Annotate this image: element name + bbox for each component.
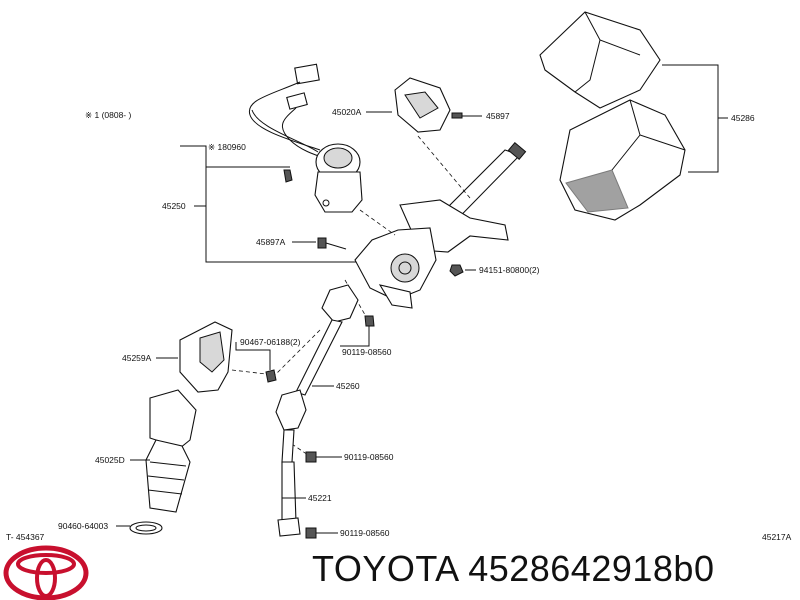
label-45897: 45897	[486, 111, 510, 121]
note-serial: ※ 180960	[208, 142, 246, 152]
switch-screw	[283, 169, 293, 183]
ref-right: 45217A	[762, 532, 792, 542]
boot-45025D	[145, 389, 197, 513]
note-top: ※ 1 (0808- )	[85, 110, 132, 120]
label-90119-bottom: 90119-08560	[340, 528, 390, 538]
bolt-45897A	[317, 237, 347, 250]
clip-90467	[235, 342, 277, 383]
clamp-90460	[116, 521, 163, 535]
label-90467: 90467-06188(2)	[240, 337, 301, 347]
tilt-lever	[394, 77, 451, 133]
label-90119-top: 90119-08560	[342, 347, 392, 357]
label-94151: 94151-80800(2)	[479, 265, 540, 275]
nut-94151	[449, 264, 476, 277]
hole-cover-45259A	[179, 321, 233, 393]
label-45260: 45260	[336, 381, 360, 391]
label-45025D: 45025D	[95, 455, 125, 465]
bolt-90119-top	[340, 315, 375, 347]
label-90119-mid: 90119-08560	[344, 452, 394, 462]
label-90460: 90460-64003	[58, 521, 108, 531]
steering-column	[354, 141, 527, 309]
ignition-harness	[248, 63, 326, 159]
brand-part-number: TOYOTA 4528642918b0	[312, 548, 715, 589]
toyota-logo	[3, 545, 89, 600]
label-45221: 45221	[308, 493, 332, 503]
bolt-90119-bottom	[305, 527, 338, 539]
label-45259A: 45259A	[122, 353, 152, 363]
bolt-90119-mid	[305, 451, 342, 463]
intermediate-shaft	[275, 284, 359, 537]
label-45286: 45286	[731, 113, 755, 123]
screw-45897	[451, 112, 482, 119]
upper-column-cover	[539, 11, 661, 109]
label-45897A: 45897A	[256, 237, 286, 247]
ref-left: T- 454367	[6, 532, 45, 542]
key-cylinder	[314, 143, 363, 213]
label-45250: 45250	[162, 201, 186, 211]
lower-column-cover	[559, 99, 686, 221]
label-45020A: 45020A	[332, 107, 362, 117]
